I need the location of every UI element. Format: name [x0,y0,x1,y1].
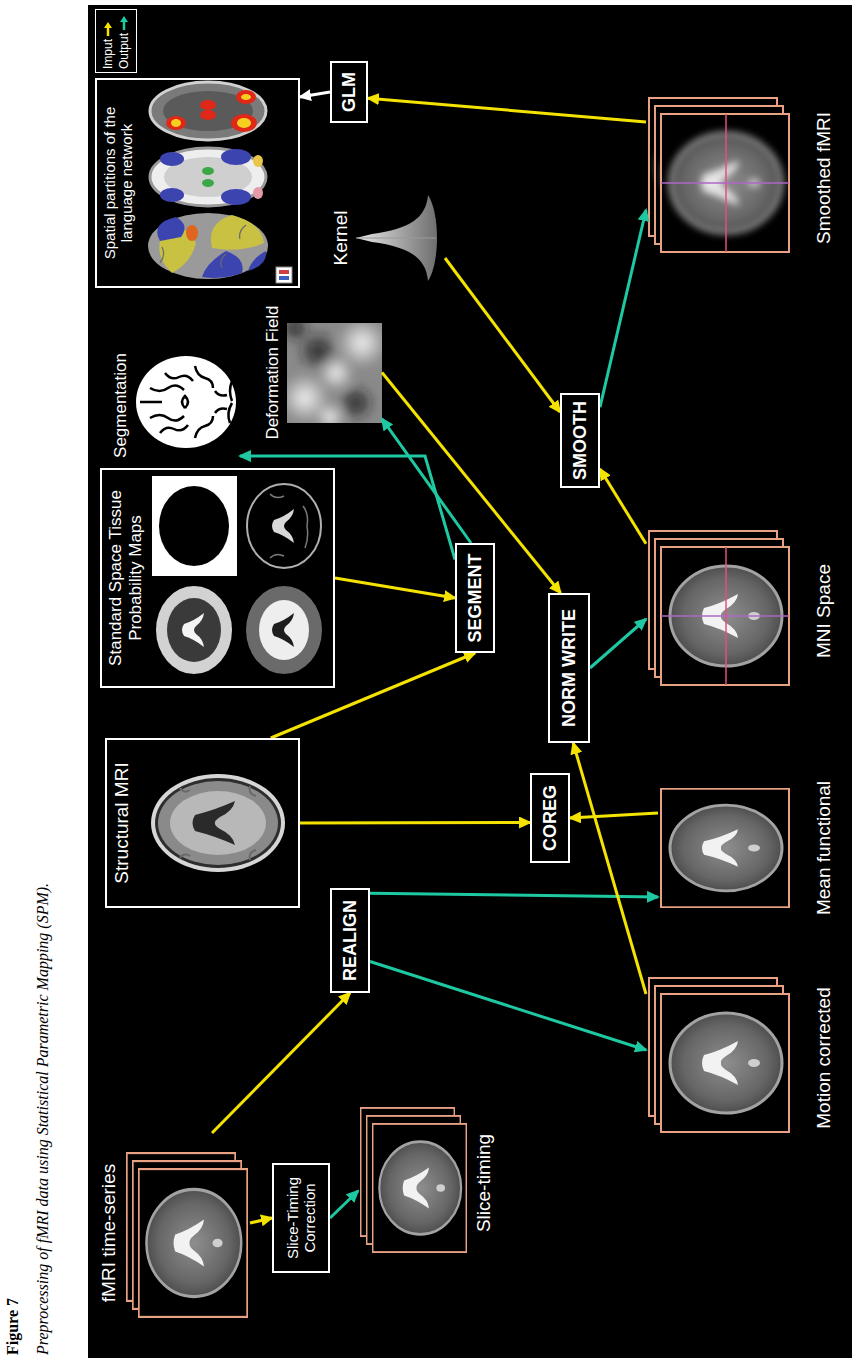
image-frame: Segmentation [110,348,240,463]
motion-corrected-stack-image [649,978,789,1132]
structural-mri-image [151,774,285,872]
connector [212,993,350,1133]
connector [368,98,646,122]
segmentation-image [136,356,236,448]
connector [445,258,560,412]
image-frame: Kernel [330,188,445,288]
caption-box: Preprocessing of fMRI data using Statist… [34,883,52,1355]
node-label: SMOOTH [569,396,591,485]
connector [250,1218,272,1223]
title-box: Figure 7 [4,1298,22,1355]
node-label: Motion corrected [813,987,835,1129]
node-label: MNI Space [813,564,835,658]
image-panel: Structural MRI [105,738,300,908]
tissue-probability-maps [152,476,327,680]
legend-row: Imput [101,13,115,69]
node-label: Mean functional [813,781,835,915]
node-label: NORM WRITE [558,604,580,732]
connector [370,962,646,1051]
node-label: Standard Space Tissue Probability Maps [106,474,145,682]
connector [570,813,658,818]
slice-timing-stack-image [361,1108,467,1252]
node-label: COREG [539,780,561,856]
image-stack: Smoothed fMRI [646,98,835,258]
connector [590,619,646,668]
image-stack: fMRI time-series [98,1133,250,1333]
node-label: Smoothed fMRI [813,112,835,244]
legend-sample-line [107,27,110,36]
connector [335,578,455,598]
process-box: REALIGN [330,888,370,993]
legend-text: Output [117,33,131,69]
legend-row: Output [117,13,131,69]
process-box: SEGMENT [455,543,495,653]
node-label: SEGMENT [464,549,486,648]
legend-sample [119,16,129,30]
legend-sample-line [123,21,126,30]
node-label: Spatial partitions of the language netwo… [101,84,136,282]
image-stack: Motion corrected [646,978,835,1138]
gaussian-kernel [356,195,437,281]
language-network-images [148,82,292,283]
legend-sample-head [120,16,128,22]
connector [370,893,658,897]
process-box: Slice-Timing Correction [272,1163,330,1273]
node-label: Structural MRI [111,762,133,883]
figure-caption: Preprocessing of fMRI data using Statist… [34,883,51,1355]
image-frame: Deformation Field [262,300,382,445]
connector [330,1191,358,1218]
node-label: fMRI time-series [98,1164,120,1302]
connector [240,456,455,560]
image-frame: Mean functional [658,778,835,918]
node-label: Kernel [330,211,352,266]
image-stack: Slice-timing [358,1103,495,1263]
node-label: Deformation Field [262,305,284,439]
node-label: REALIGN [339,895,361,986]
process-box: SMOOTH [560,393,600,488]
connector [573,743,646,994]
mni-stack-image [649,531,789,685]
node-label: Slice-timing [473,1134,495,1232]
node-label: Segmentation [110,353,132,458]
deformation-field-image [287,323,382,423]
image-panel: Standard Space Tissue Probability Maps [100,468,335,688]
legend-sample-head [104,22,112,28]
process-box: GLM [330,61,368,123]
node-label: Slice-Timing Correction [284,1168,319,1268]
connector [600,469,646,544]
legend-sample [103,22,113,36]
node-label: GLM [338,67,360,117]
connector [600,210,646,407]
legend-box: ImputOutput [95,9,137,73]
connector [271,653,475,738]
connector [300,821,530,825]
connector [382,419,471,543]
process-box: NORM WRITE [548,593,590,743]
process-box: COREG [530,773,570,863]
connector [300,92,330,97]
mean-functional-image [661,789,789,907]
smoothed-stack-image [649,98,789,252]
image-stack: MNI Space [646,531,835,691]
figure-title: Figure 7 [4,1298,21,1355]
fmri-stack-image [127,1153,247,1317]
legend-text: Imput [101,39,115,69]
image-panel: Spatial partitions of the language netwo… [95,78,300,288]
